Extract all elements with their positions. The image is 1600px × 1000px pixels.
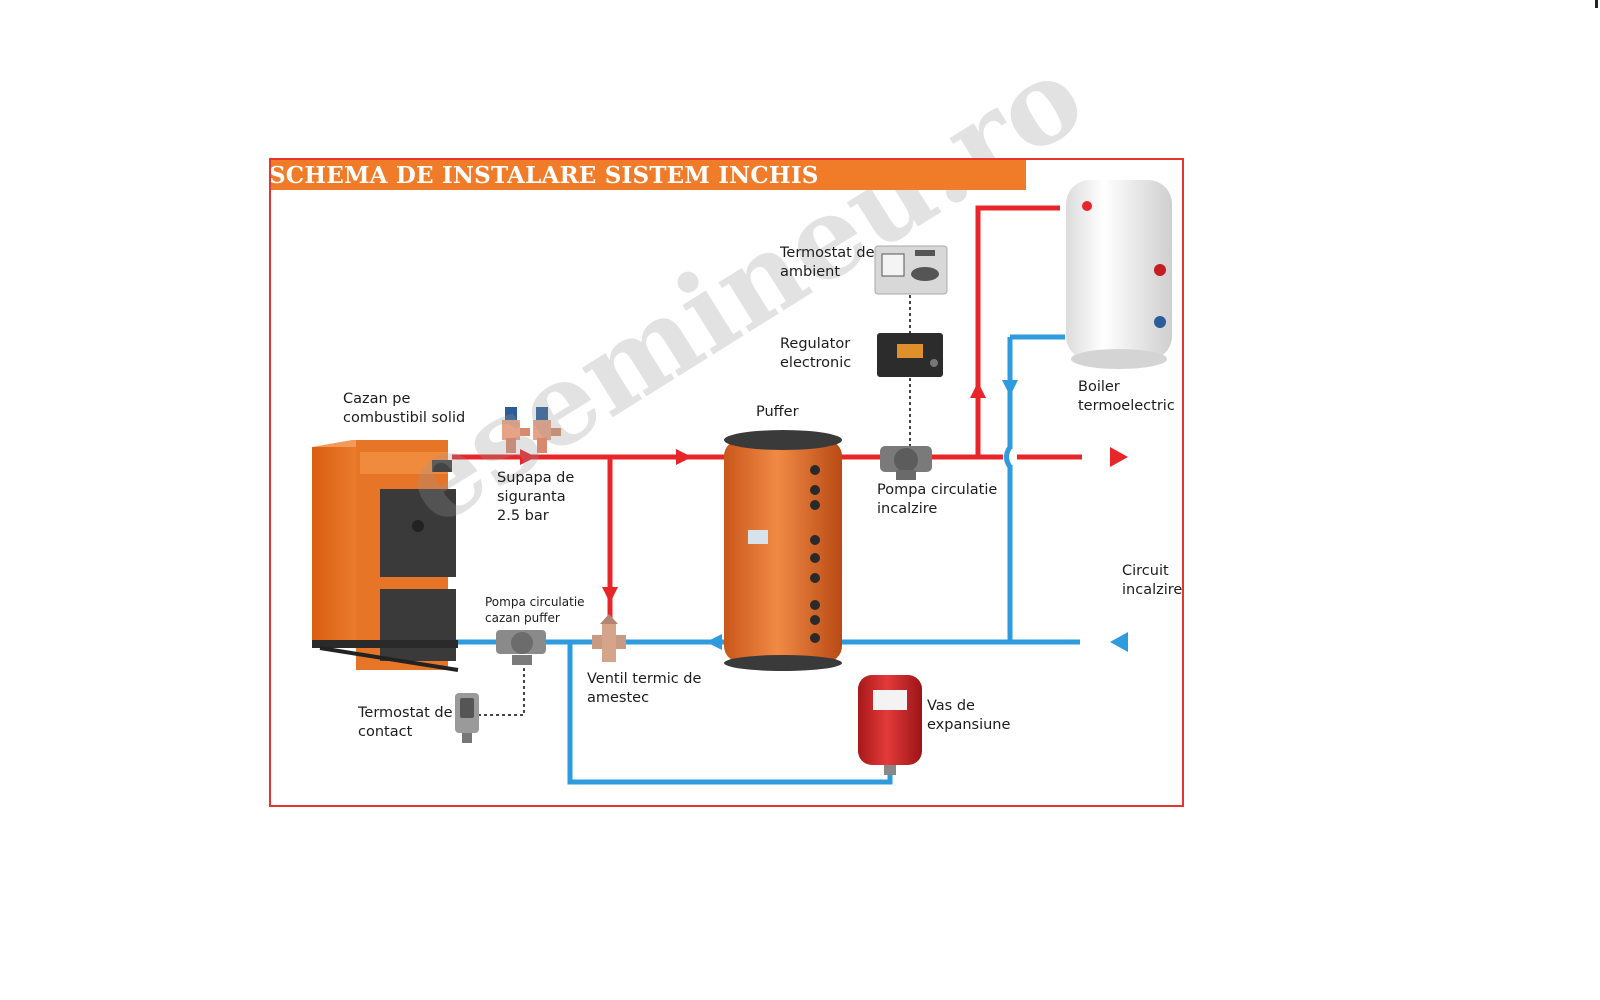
flow-arrows — [520, 380, 1128, 652]
control-wires — [478, 295, 911, 716]
label-line: electronic — [780, 355, 852, 371]
label-electric-boiler: Boiler termoelectric — [1078, 378, 1175, 416]
label-line: Pompa circulatie — [877, 482, 998, 498]
label-ambient-thermostat: Termostat de ambient — [780, 244, 875, 282]
label-contact-thermostat: Termostat de contact — [358, 704, 453, 742]
label-line: cazan puffer — [485, 611, 560, 625]
label-line: amestec — [587, 690, 650, 706]
diagram-frame — [269, 158, 1184, 807]
label-line: siguranta — [497, 489, 566, 505]
label-heating-pump: Pompa circulatie incalzire — [877, 481, 997, 519]
label-line: 2.5 bar — [497, 508, 549, 524]
safety-valves — [502, 407, 561, 453]
ambient-thermostat — [874, 245, 948, 295]
label-line: Vas de — [927, 698, 975, 714]
label-line: contact — [358, 724, 413, 740]
arrow-riser-up — [970, 382, 986, 398]
expansion-vessel — [858, 675, 922, 775]
label-line: Pompa circulatie — [485, 595, 585, 609]
corner-mark — [1595, 0, 1598, 8]
heating-pump — [880, 446, 932, 480]
label-electronic-regulator: Regulator electronic — [780, 335, 851, 373]
label-line: Cazan pe — [343, 391, 411, 407]
label-line: expansiune — [927, 717, 1011, 733]
contact-thermostat — [455, 693, 479, 743]
arrow-flow-2 — [676, 449, 692, 465]
label-solid-fuel-boiler: Cazan pe combustibil solid — [343, 390, 465, 428]
buffer-pump — [496, 630, 546, 665]
label-line: termoelectric — [1078, 398, 1175, 414]
label-line: incalzire — [1122, 582, 1183, 598]
arrow-bypass-down — [602, 587, 618, 603]
label-heating-circuit: Circuit incalzire — [1122, 562, 1182, 600]
label-line: Supapa de — [497, 470, 575, 486]
arrow-heating-out — [1110, 447, 1128, 467]
label-line: incalzire — [877, 501, 938, 517]
arrow-flow-1 — [520, 449, 536, 465]
label-line: Circuit — [1122, 563, 1169, 579]
arrow-return-left — [706, 634, 722, 650]
puffer-tank — [724, 430, 842, 671]
boiler-flow-riser — [975, 205, 1060, 457]
arrow-boiler-return-down — [1002, 380, 1018, 396]
label-puffer: Puffer — [756, 404, 799, 420]
mixing-valve — [592, 614, 626, 662]
expansion-line — [567, 642, 893, 785]
label-line: Regulator — [780, 336, 851, 352]
label-safety-valve: Supapa de siguranta 2.5 bar — [497, 469, 574, 526]
label-line: Ventil termic de — [587, 671, 702, 687]
pipe-crossing-bridge — [1004, 445, 1013, 469]
electronic-regulator — [877, 333, 943, 377]
solid-fuel-boiler — [312, 440, 459, 672]
label-expansion-vessel: Vas de expansiune — [927, 697, 1010, 735]
label-buffer-pump: Pompa circulatie cazan puffer — [485, 594, 585, 626]
label-line: Boiler — [1078, 379, 1120, 395]
arrow-heating-in — [1110, 632, 1128, 652]
label-line: Termostat de — [780, 245, 875, 261]
label-mixing-valve: Ventil termic de amestec — [587, 670, 701, 708]
diagram-title: SCHEMA DE INSTALARE SISTEM INCHIS — [269, 160, 1026, 190]
label-line: ambient — [780, 264, 841, 280]
label-line: Termostat de — [358, 705, 453, 721]
electric-water-heater — [1066, 180, 1172, 369]
label-line: combustibil solid — [343, 410, 466, 426]
